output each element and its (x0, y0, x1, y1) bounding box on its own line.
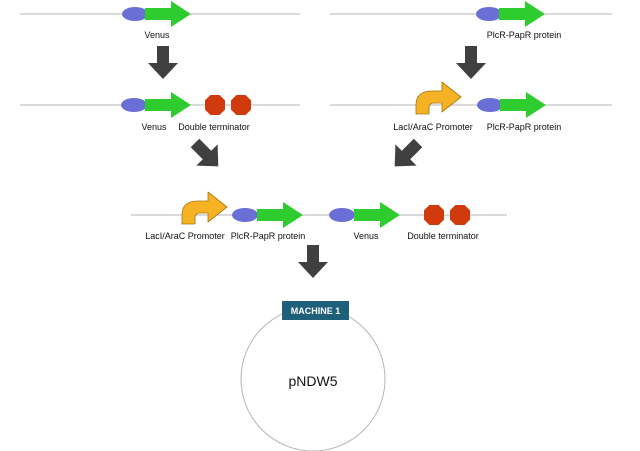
cds-arrow-icon (354, 202, 400, 228)
construct-mid-right: LacI/AraC Promoter PlcR-PapR protein (330, 81, 612, 132)
plcr-papr-label: PlcR-PapR protein (487, 30, 562, 40)
rbs-icon (121, 98, 147, 112)
construct-top-right: PlcR-PapR protein (330, 1, 612, 40)
step-arrow-down-icon (298, 245, 328, 278)
rbs-icon (329, 208, 355, 222)
terminator-icon (205, 95, 225, 115)
construct-top-left: Venus (20, 1, 300, 40)
step-arrow-down-icon (148, 46, 178, 79)
machine-tag (282, 301, 349, 320)
venus-label: Venus (144, 30, 170, 40)
cds-arrow-icon (499, 1, 545, 27)
promoter-label: LacI/AraC Promoter (145, 231, 225, 241)
plasmid-name: pNDW5 (288, 373, 337, 389)
rbs-icon (122, 7, 148, 21)
plcr-papr-label: PlcR-PapR protein (231, 231, 306, 241)
venus-label: Venus (353, 231, 379, 241)
cds-arrow-icon (500, 92, 546, 118)
double-terminator-label: Double terminator (178, 122, 250, 132)
promoter-icon (415, 81, 462, 115)
construct-combined: LacI/AraC Promoter PlcR-PapR protein Ven… (131, 191, 507, 241)
machine-label: MACHINE 1 (291, 306, 341, 316)
cds-arrow-icon (145, 92, 191, 118)
terminator-icon (424, 205, 444, 225)
cds-arrow-icon (145, 1, 191, 27)
plcr-papr-label: PlcR-PapR protein (487, 122, 562, 132)
step-arrow-diagonal-icon (184, 132, 229, 177)
step-arrow-diagonal-icon (384, 132, 429, 177)
cds-arrow-icon (257, 202, 303, 228)
promoter-icon (181, 191, 228, 225)
double-terminator-label: Double terminator (407, 231, 479, 241)
construct-mid-left: Venus Double terminator (20, 92, 300, 132)
terminator-icon (231, 95, 251, 115)
rbs-icon (232, 208, 258, 222)
rbs-icon (476, 7, 502, 21)
step-arrow-down-icon (456, 46, 486, 79)
terminator-icon (450, 205, 470, 225)
plasmid: MACHINE 1 pNDW5 (240, 301, 386, 451)
rbs-icon (477, 98, 503, 112)
venus-label: Venus (141, 122, 167, 132)
promoter-label: LacI/AraC Promoter (393, 122, 473, 132)
